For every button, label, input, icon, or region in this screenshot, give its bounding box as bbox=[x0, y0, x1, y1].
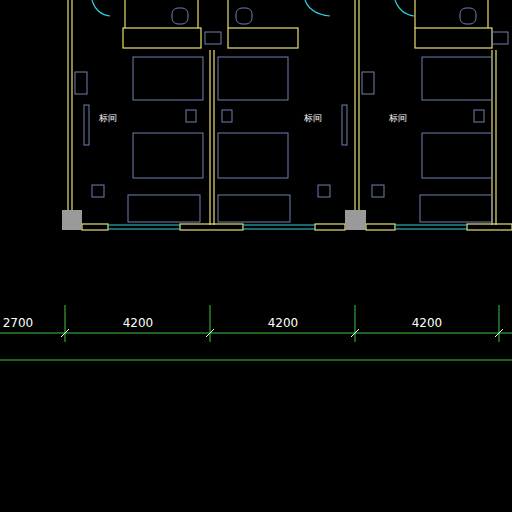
columns bbox=[62, 210, 366, 230]
walls bbox=[68, 0, 512, 230]
room-label: 标间 bbox=[389, 114, 407, 123]
room-label: 标间 bbox=[99, 114, 117, 123]
dimension-value: 2700 bbox=[3, 317, 34, 329]
dimension-ticks bbox=[61, 329, 503, 337]
room-label: 标间 bbox=[304, 114, 322, 123]
dimension-value: 4200 bbox=[412, 317, 443, 329]
furniture bbox=[75, 8, 508, 222]
dimension-value: 4200 bbox=[123, 317, 154, 329]
windows bbox=[92, 0, 467, 229]
dimension-lines bbox=[0, 305, 512, 360]
dimension-value: 4200 bbox=[268, 317, 299, 329]
